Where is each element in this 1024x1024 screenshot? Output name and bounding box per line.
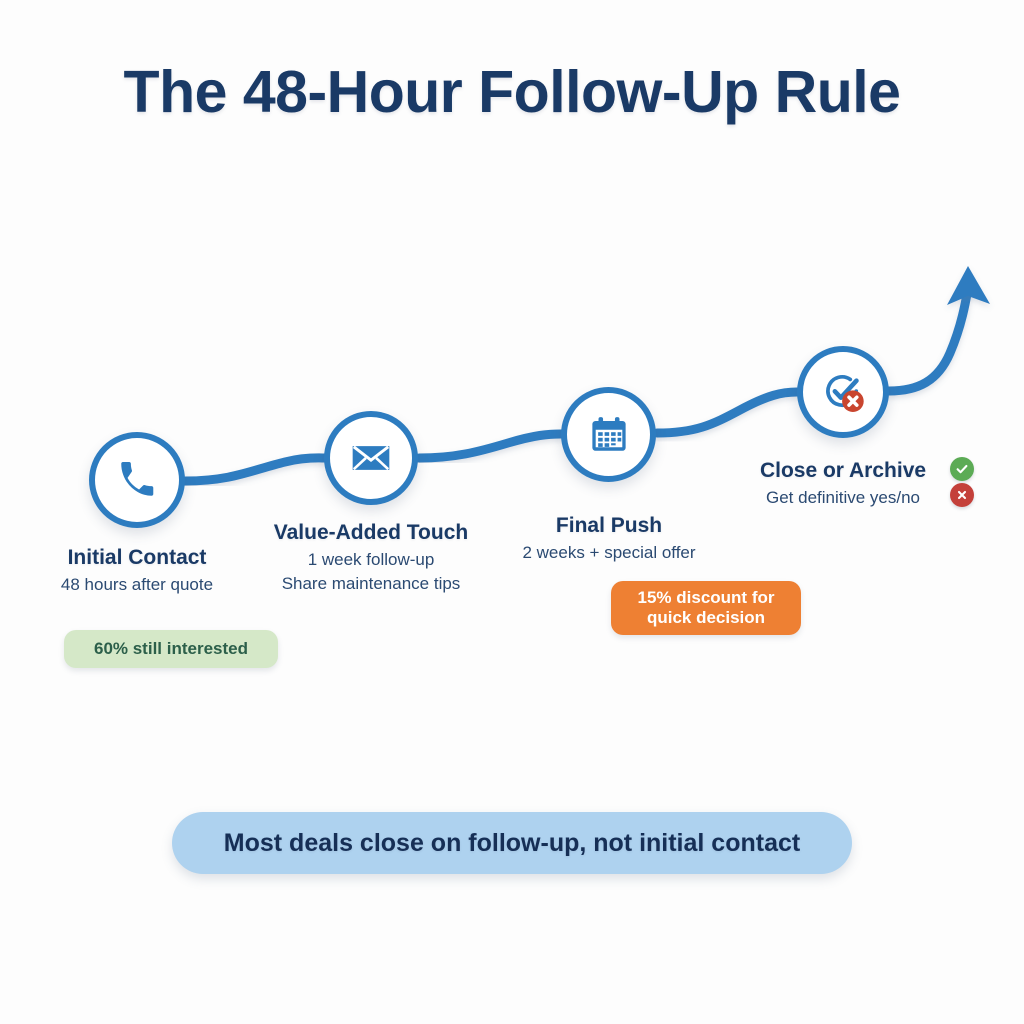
step-title: Value-Added Touch	[273, 521, 469, 544]
envelope-icon	[349, 436, 393, 480]
stat-badge-text-line: quick decision	[646, 608, 766, 627]
stat-badge-text: 60% still interested	[93, 638, 248, 658]
calendar-icon	[588, 414, 630, 456]
step-subtitle-line: 48 hours after quote	[60, 574, 214, 594]
page-title: The 48-Hour Follow-Up Rule	[123, 59, 901, 125]
stat-badge-discount-offer: 15% discount for quick decision	[611, 581, 801, 635]
step-subtitle-line: Get definitive yes/no	[765, 487, 921, 507]
step-subtitle-line: 1 week follow-up	[307, 549, 435, 569]
step-title: Close or Archive	[759, 459, 927, 482]
step-node-value-added-touch[interactable]	[324, 411, 418, 505]
step-label-close-or-archive: Close or Archive Get definitive yes/no	[713, 458, 973, 509]
cross-mark-icon	[950, 483, 974, 507]
stat-badge-still-interested: 60% still interested	[64, 630, 278, 668]
key-takeaway-banner: Most deals close on follow-up, not initi…	[172, 812, 852, 874]
step-subtitle-line: Share maintenance tips	[281, 573, 461, 593]
step-label-final-push: Final Push 2 weeks + special offer	[479, 513, 739, 564]
key-takeaway-text: Most deals close on follow-up, not initi…	[223, 828, 801, 857]
step-title: Initial Contact	[67, 546, 207, 569]
step-label-value-added-touch: Value-Added Touch 1 week follow-up Share…	[241, 520, 501, 594]
check-circle-x-icon	[820, 369, 866, 415]
phone-icon	[116, 459, 158, 501]
step-title: Final Push	[555, 514, 663, 537]
check-glyph	[956, 464, 968, 474]
step-node-close-or-archive[interactable]	[797, 346, 889, 438]
step-node-final-push[interactable]	[561, 387, 656, 482]
step-subtitle-line: 2 weeks + special offer	[522, 542, 696, 562]
step-label-initial-contact: Initial Contact 48 hours after quote	[7, 545, 267, 596]
check-mark-icon	[950, 457, 974, 481]
stat-badge-text-line: 15% discount for	[637, 587, 775, 607]
cross-glyph	[957, 490, 967, 500]
step-node-initial-contact[interactable]	[89, 432, 185, 528]
